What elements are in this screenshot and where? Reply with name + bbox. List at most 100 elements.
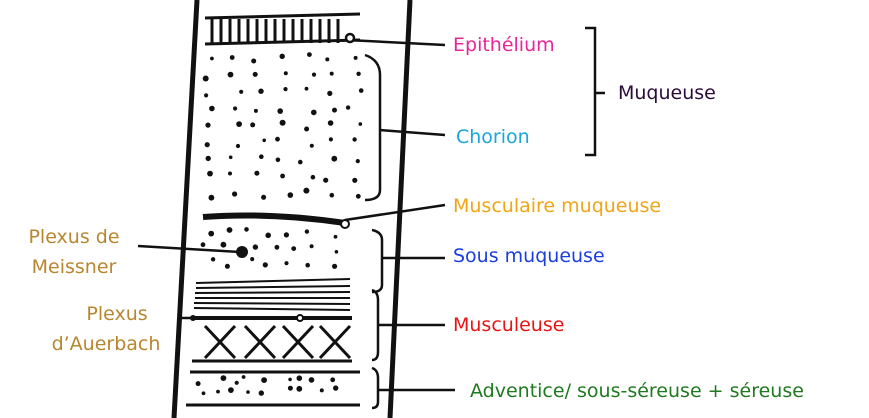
stipple-dot [253,244,258,249]
wall-left-border [174,0,197,418]
stipple-dot [207,171,213,177]
stipple-dot [244,227,249,232]
stipple-dot [221,242,227,248]
stipple-dot [305,263,310,268]
stipple-dot [229,156,233,160]
stipple-dot [221,375,227,381]
label-sous-muqueuse: Sous muqueuse [453,245,605,267]
stipple-dot [307,52,312,57]
stipple-dot [327,91,332,96]
stipple-dot [296,386,302,392]
stipple-dot [323,178,328,183]
stipple-dot [305,229,309,233]
stipple-dot [258,89,263,94]
stipple-dot [216,390,220,394]
stipple-dot [359,88,364,93]
stipple-dot [263,262,268,267]
stipple-dot [329,137,333,141]
stipple-dot [288,378,292,382]
stipple-dot [211,257,215,261]
label-musculeuse: Musculeuse [453,314,564,336]
stipple-dot [232,191,237,196]
stipple-dot [356,194,361,199]
stipple-dot [331,156,337,162]
label-muqueuse: Muqueuse [618,82,716,104]
stipple-dot [210,57,214,61]
stipple-dot [330,377,335,382]
stipple-dot [228,387,234,393]
stipple-dot [254,171,259,176]
stipple-dot [312,73,316,77]
stipple-dot [280,120,286,126]
stipple-dot [196,381,201,386]
stipple-dot [236,144,240,148]
stipple-dot [261,377,267,383]
label-plexus-auerbach-line2: d’Auerbach [40,333,172,355]
adventice-layer [186,372,360,405]
sous-muqueuse-layer [201,227,339,269]
stipple-dot [277,108,283,114]
stipple-dot [284,71,288,75]
stipple-dot [205,123,210,128]
stipple-dot [265,233,271,239]
stipple-dot [333,385,338,390]
epithelium-layer [205,14,360,44]
stipple-dot [235,381,239,385]
stipple-dot [310,144,314,148]
stipple-dot [208,231,214,237]
stipple-dot [206,156,211,161]
stipple-dot [209,195,215,201]
stipple-dot [330,193,335,198]
label-musculaire-muqueuse: Musculaire muqueuse [453,195,661,217]
stipple-dot [284,232,289,237]
stipple-dot [352,178,357,183]
stipple-dot [259,390,264,395]
stipple-dot [250,122,255,127]
stipple-dot [233,106,237,110]
stipple-dot [359,122,363,126]
stipple-dot [242,375,246,379]
stipple-dot [239,90,243,94]
stipple-dot [275,245,280,250]
stipple-dot [225,264,230,269]
chorion-layer [203,52,364,200]
stipple-dot [288,192,294,198]
stipple-dot [201,242,206,247]
stipple-dot [354,56,358,60]
stipple-dot [280,54,285,59]
stipple-dot [276,158,281,163]
stipple-dot [254,109,258,113]
stipple-dot [261,195,266,200]
stipple-dot [228,72,234,78]
stipple-dot [335,250,339,254]
stipple-dot [246,390,250,394]
stipple-dot [284,261,288,265]
stipple-dot [330,72,334,76]
stipple-dot [356,159,360,163]
stipple-dot [325,57,329,61]
stipple-dot [253,72,258,77]
stipple-dot [259,154,264,159]
stipple-dot [320,388,324,392]
stipple-dot [275,137,280,142]
stipple-dot [309,377,315,383]
stipple-dot [280,174,285,179]
stipple-dot [310,244,314,248]
musculaire-muqueuse-layer [203,215,345,223]
stipple-dot [262,139,266,143]
stipple-dot [328,120,334,126]
label-plexus-meissner-line1: Plexus de [10,226,138,248]
label-plexus-meissner-line2: Meissner [10,256,138,278]
wall-right-border [390,0,410,418]
musculeuse-circular-layer [194,279,350,310]
stipple-dot [311,175,316,180]
stipple-dot [352,137,356,141]
stipple-dot [227,227,233,233]
label-plexus-auerbach-line1: Plexus [62,303,172,325]
stipple-dot [346,105,350,109]
label-chorion: Chorion [456,126,530,148]
stipple-dot [250,257,254,261]
musculeuse-longitudinal-layer [192,326,352,361]
stipple-dot [311,110,317,116]
